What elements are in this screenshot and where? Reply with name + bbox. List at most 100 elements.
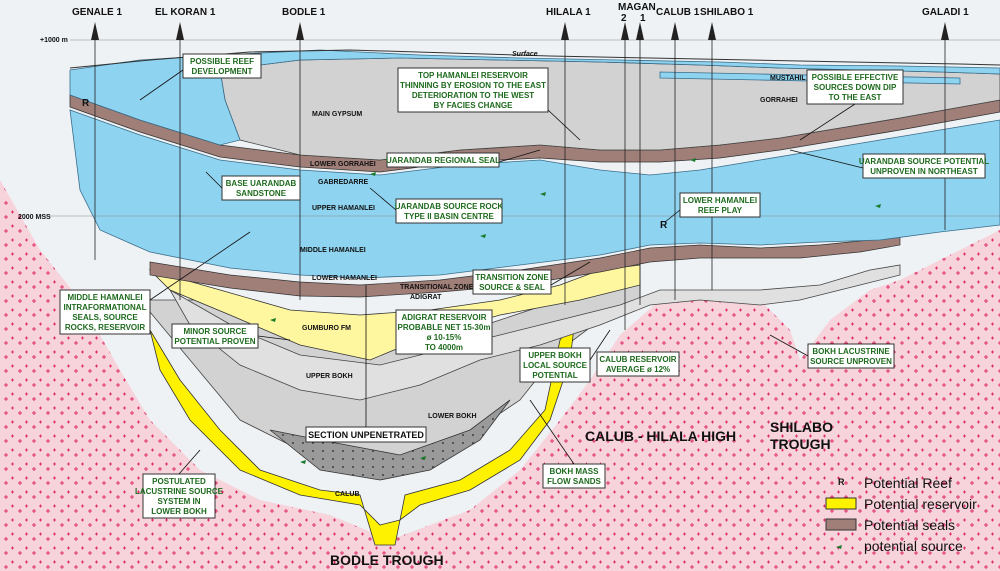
svg-text:SECTION UNPENETRATED: SECTION UNPENETRATED — [308, 430, 424, 440]
legend-reef-label: Potential Reef — [864, 475, 952, 491]
label-shilabo-trough-1: SHILABO — [770, 419, 833, 435]
svg-text:LACUSTRINE SOURCE: LACUSTRINE SOURCE — [135, 487, 224, 496]
well-derricks — [91, 22, 949, 40]
svg-text:POSSIBLE EFFECTIVE: POSSIBLE EFFECTIVE — [812, 73, 899, 82]
transitional-zone-seal — [149, 234, 901, 298]
svg-text:SOURCE & SEAL: SOURCE & SEAL — [479, 283, 545, 292]
svg-text:UARANDAB SOURCE ROCK: UARANDAB SOURCE ROCK — [395, 202, 504, 211]
svg-text:PROBABLE NET 15-30m: PROBABLE NET 15-30m — [398, 323, 491, 332]
legend-source-label: potential source — [864, 538, 963, 554]
svg-text:LOCAL SOURCE: LOCAL SOURCE — [523, 361, 588, 370]
svg-text:ø 10-15%: ø 10-15% — [427, 333, 462, 342]
svg-text:THINNING BY EROSION TO THE EAS: THINNING BY EROSION TO THE EAST — [400, 81, 546, 90]
layer-lower-bokh: LOWER BOKH — [428, 413, 477, 420]
well-label-hilala: HILALA 1 — [546, 7, 591, 18]
svg-text:BY FACIES CHANGE: BY FACIES CHANGE — [434, 101, 514, 110]
legend-reef-symbol: R — [838, 477, 845, 487]
legend-source-symbol — [836, 545, 842, 549]
svg-text:LOWER HAMANLEI: LOWER HAMANLEI — [683, 196, 757, 205]
annotation-adigrat-reservoir: ADIGRAT RESERVOIR PROBABLE NET 15-30m ø … — [395, 309, 493, 355]
annotation-calub-reservoir: CALUB RESERVOIR AVERAGE ø 12% — [596, 351, 680, 377]
layer-upper-bokh: UPPER BOKH — [306, 373, 353, 380]
annotation-upper-bokh-local: UPPER BOKH LOCAL SOURCE POTENTIAL — [519, 347, 591, 383]
svg-text:SOURCE UNPROVEN: SOURCE UNPROVEN — [810, 357, 892, 366]
annotation-base-uarandab: BASE UARANDAB SANDSTONE — [221, 175, 301, 201]
layer-lower-gorrahei: LOWER GORRAHEI — [310, 161, 376, 168]
annotation-uarandab-source-rock: UARANDAB SOURCE ROCK TYPE II BASIN CENTR… — [395, 198, 504, 224]
legend-reservoir-swatch — [825, 497, 857, 510]
svg-text:SANDSTONE: SANDSTONE — [236, 189, 287, 198]
well-label-el-koran: EL KORAN 1 — [155, 7, 216, 18]
svg-text:INTRAFORMATIONAL: INTRAFORMATIONAL — [64, 303, 147, 312]
annotation-middle-hamanlei: MIDDLE HAMANLEI INTRAFORMATIONAL SEALS, … — [59, 289, 151, 335]
annotation-uarandab-seal: UARANDAB REGIONAL SEAL — [386, 152, 500, 168]
depth-label-top: +1000 m — [40, 37, 68, 44]
label-calub-hilala-high: CALUB - HILALA HIGH — [585, 428, 736, 444]
well-label-calub: CALUB 1 — [656, 7, 700, 18]
layer-gorrahei: GORRAHEI — [760, 97, 798, 104]
svg-text:BASE UARANDAB: BASE UARANDAB — [226, 179, 297, 188]
layer-mustahil: MUSTAHIL — [770, 75, 806, 82]
svg-text:AVERAGE ø 12%: AVERAGE ø 12% — [606, 365, 670, 374]
layer-gabredarre: GABREDARRE — [318, 179, 369, 186]
svg-text:UARANDAB SOURCE POTENTIAL: UARANDAB SOURCE POTENTIAL — [859, 157, 989, 166]
svg-text:MINOR SOURCE: MINOR SOURCE — [183, 327, 247, 336]
annotation-bokh-lacustrine: BOKH LACUSTRINE SOURCE UNPROVEN — [807, 343, 895, 369]
well-label-magan: MAGAN — [618, 2, 656, 13]
svg-text:TOP HAMANLEI RESERVOIR: TOP HAMANLEI RESERVOIR — [418, 71, 528, 80]
svg-text:ADIGRAT RESERVOIR: ADIGRAT RESERVOIR — [401, 313, 486, 322]
legend-seals-label: Potential seals — [864, 517, 955, 533]
layer-upper-hamanlei: UPPER HAMANLEI — [312, 205, 375, 212]
unpenetrated-section — [269, 399, 511, 481]
svg-text:UARANDAB REGIONAL SEAL: UARANDAB REGIONAL SEAL — [386, 156, 500, 165]
svg-text:UNPROVEN IN NORTHEAST: UNPROVEN IN NORTHEAST — [870, 167, 978, 176]
well-label-magan-2: 2 — [621, 13, 627, 24]
annotation-lower-hamanlei-reef: LOWER HAMANLEI REEF PLAY — [679, 192, 761, 218]
annotation-minor-source: MINOR SOURCE POTENTIAL PROVEN — [171, 323, 259, 349]
svg-text:SEALS, SOURCE: SEALS, SOURCE — [72, 313, 138, 322]
svg-text:DETERIORATION TO THE WEST: DETERIORATION TO THE WEST — [412, 91, 534, 100]
layer-lower-hamanlei: LOWER HAMANLEI — [312, 275, 377, 282]
svg-text:TO 4000m: TO 4000m — [425, 343, 463, 352]
layer-gumburo: GUMBURO FM — [302, 325, 351, 332]
svg-text:TO THE EAST: TO THE EAST — [829, 93, 882, 102]
svg-text:SOURCES DOWN DIP: SOURCES DOWN DIP — [814, 83, 897, 92]
svg-text:POTENTIAL PROVEN: POTENTIAL PROVEN — [174, 337, 255, 346]
well-label-shilabo: SHILABO 1 — [700, 7, 754, 18]
well-lines — [94, 40, 946, 330]
svg-text:MIDDLE HAMANLEI: MIDDLE HAMANLEI — [67, 293, 142, 302]
label-bodle-trough: BODLE TROUGH — [330, 552, 444, 568]
svg-text:FLOW SANDS: FLOW SANDS — [547, 477, 601, 486]
well-label-magan-1: 1 — [640, 13, 646, 24]
svg-text:UPPER BOKH: UPPER BOKH — [528, 351, 582, 360]
basement — [0, 180, 1000, 571]
svg-text:DEVELOPMENT: DEVELOPMENT — [192, 67, 253, 76]
layer-main-gypsum: MAIN GYPSUM — [312, 111, 362, 118]
svg-text:POTENTIAL: POTENTIAL — [532, 371, 577, 380]
well-label-bodle: BODLE 1 — [282, 7, 326, 18]
svg-text:BOKH LACUSTRINE: BOKH LACUSTRINE — [812, 347, 890, 356]
svg-text:ROCKS, RESERVOIR: ROCKS, RESERVOIR — [65, 323, 146, 332]
svg-text:LOWER BOKH: LOWER BOKH — [151, 507, 207, 516]
annotation-bokh-mass: BOKH MASS FLOW SANDS — [542, 463, 606, 489]
well-label-galadi: GALADI 1 — [922, 7, 969, 18]
annotation-section-unpenetrated: SECTION UNPENETRATED — [305, 426, 427, 443]
depth-label-mss: 2000 MSS — [18, 214, 51, 221]
label-shilabo-trough-2: TROUGH — [770, 436, 831, 452]
legend-seal-swatch — [825, 518, 857, 531]
svg-text:POSSIBLE REEF: POSSIBLE REEF — [190, 57, 254, 66]
layer-middle-hamanlei: MIDDLE HAMANLEI — [300, 247, 366, 254]
svg-text:TYPE II BASIN CENTRE: TYPE II BASIN CENTRE — [404, 212, 494, 221]
legend-reservoir-label: Potential reservoir — [864, 496, 977, 512]
annotation-postulated: POSTULATED LACUSTRINE SOURCE SYSTEM IN L… — [135, 473, 224, 519]
svg-text:CALUB RESERVOIR: CALUB RESERVOIR — [599, 355, 676, 364]
surface-label: Surface — [512, 51, 538, 58]
leader-lines — [139, 69, 864, 475]
legend: R Potential Reef Potential reservoir Pot… — [825, 475, 977, 554]
svg-text:REEF PLAY: REEF PLAY — [698, 206, 743, 215]
svg-text:SYSTEM IN: SYSTEM IN — [157, 497, 200, 506]
reef-marker-east: R — [660, 220, 668, 231]
svg-text:POSTULATED: POSTULATED — [152, 477, 206, 486]
